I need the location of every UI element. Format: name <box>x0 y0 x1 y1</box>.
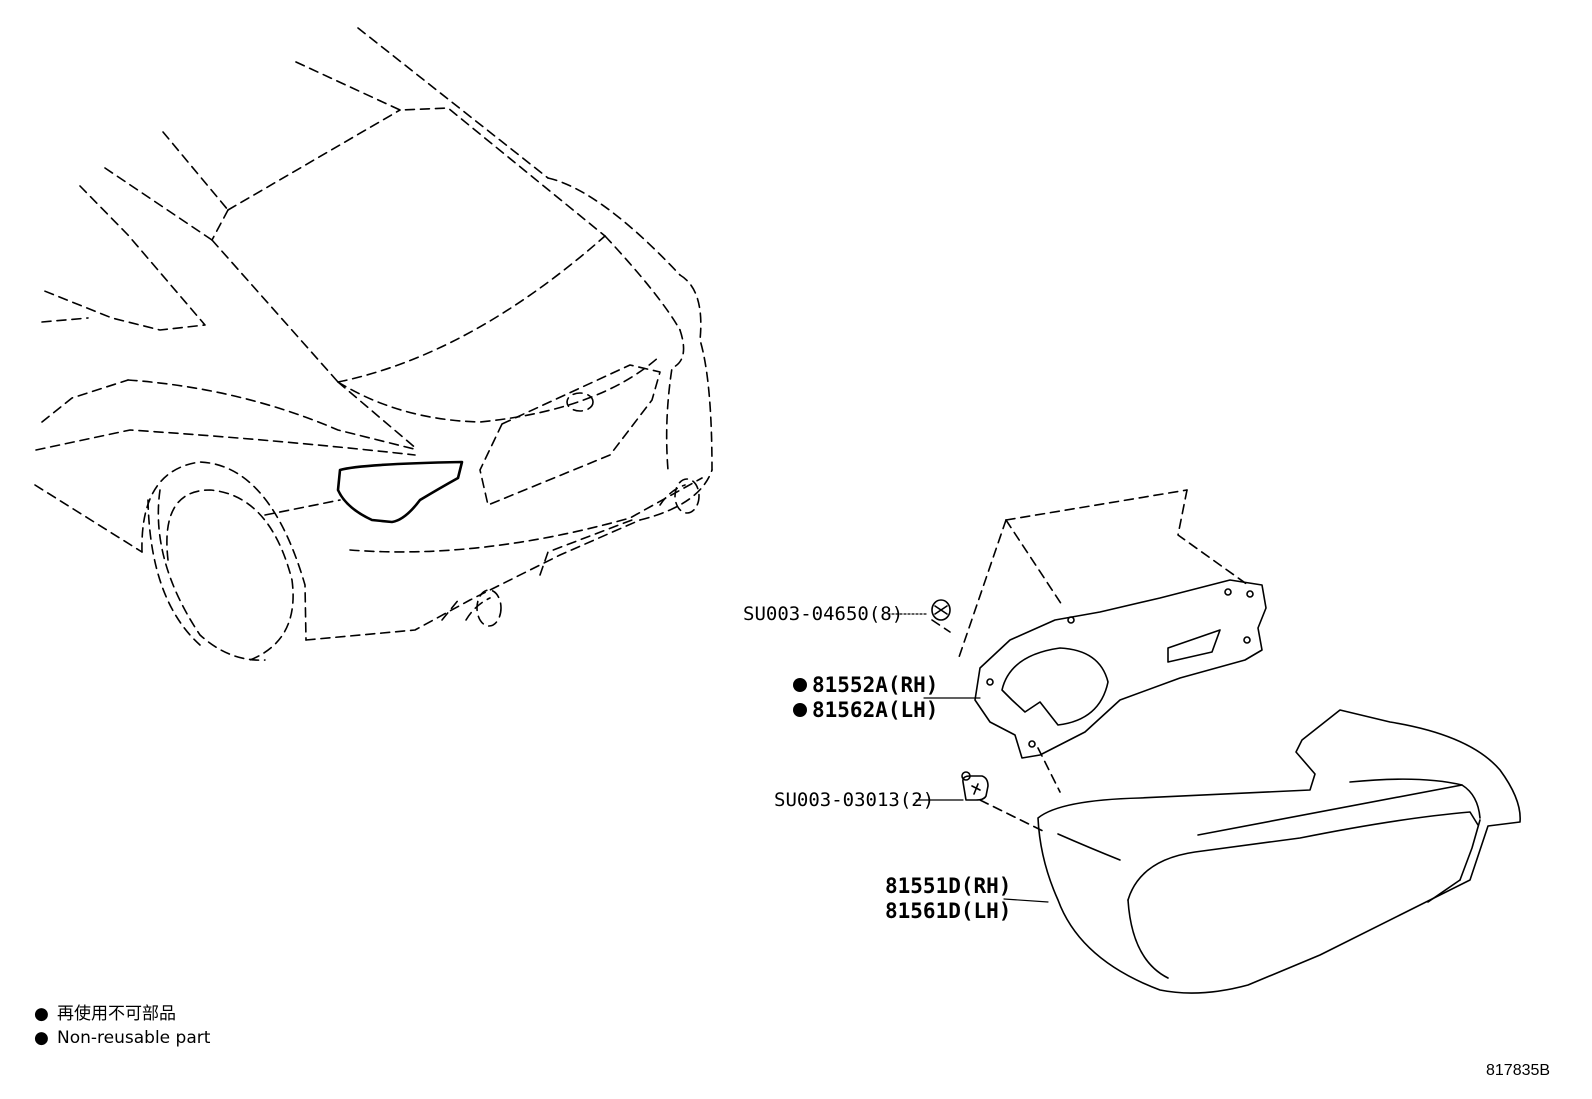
lamp-rh-label: 81551D(RH) <box>885 874 1011 898</box>
gasket-part <box>974 579 1267 759</box>
clip-8-label: SU003-04650(8) <box>743 603 903 625</box>
clip-2-icon <box>961 771 989 801</box>
illustration-code: 817835B <box>1486 1062 1550 1079</box>
assembly-guide-lines <box>931 489 1249 833</box>
non-reusable-marker-rh <box>793 678 807 692</box>
clip-2-label: SU003-03013(2) <box>774 789 934 811</box>
legend-marker-en: ● <box>34 1028 49 1048</box>
gasket-rh-label: 81552A(RH) <box>812 673 938 697</box>
tail-lamp-part <box>1037 709 1521 994</box>
tail-lamp-highlight <box>336 460 464 524</box>
legend-marker-jp: ● <box>34 1004 49 1024</box>
legend-jp: 再使用不可部品 <box>57 1003 176 1024</box>
non-reusable-marker-lh <box>793 703 807 717</box>
legend-en: Non-reusable part <box>57 1028 211 1048</box>
lamp-lh-label: 81561D(LH) <box>885 899 1011 923</box>
car-rear-illustration <box>34 27 713 661</box>
gasket-lh-label: 81562A(LH) <box>812 698 938 722</box>
leader-lines <box>887 613 1049 903</box>
clip-8-icon <box>931 599 951 621</box>
